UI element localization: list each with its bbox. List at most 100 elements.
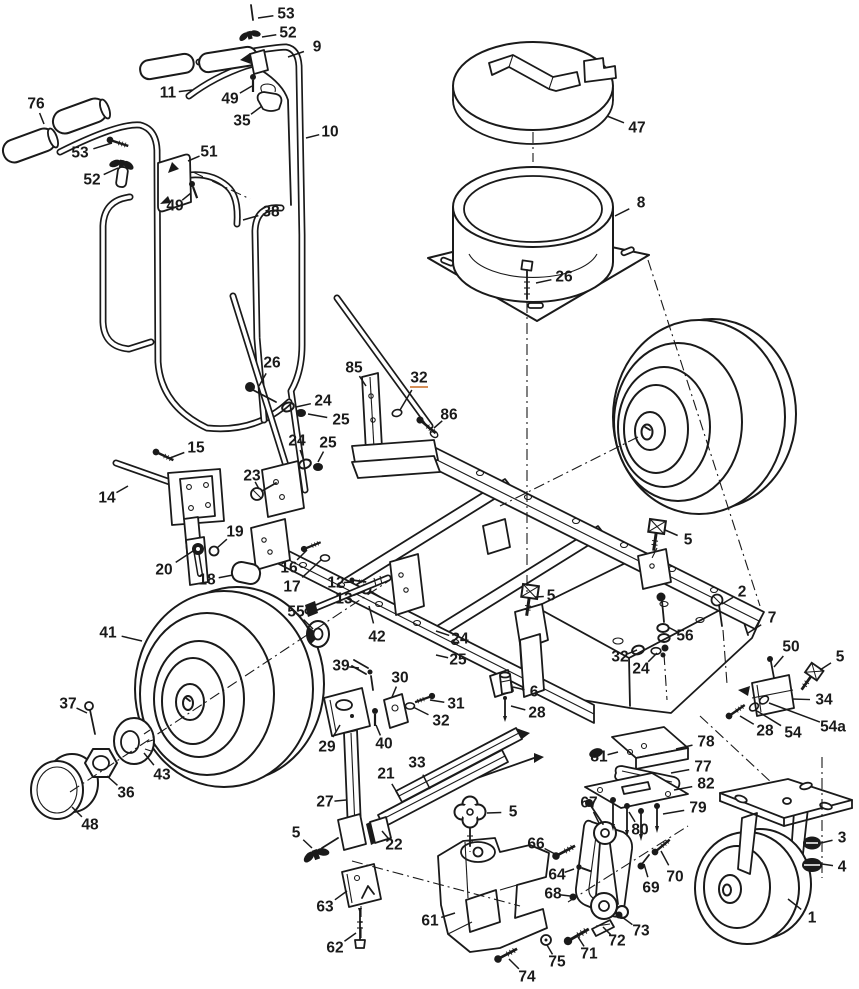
part-label-30-44: 30 <box>391 670 409 698</box>
part-label-23-26: 23 <box>243 468 261 490</box>
part-label-10-7: 10 <box>305 124 339 141</box>
leader-line-29-47 <box>332 724 341 738</box>
part-number-26: 26 <box>263 355 281 372</box>
part-number-14: 14 <box>98 490 116 507</box>
leader-line-68-65 <box>560 894 571 897</box>
part-label-64-64: 64 <box>548 867 575 884</box>
part-number-1: 1 <box>808 910 817 927</box>
part-label-13-33: 13 <box>335 590 366 608</box>
part-number-61: 61 <box>421 913 439 930</box>
leader-line-49-11 <box>181 192 192 201</box>
centerlines <box>69 132 823 938</box>
part-label-1-77: 1 <box>787 898 817 927</box>
part-number-27: 27 <box>316 794 333 811</box>
leader-line-85-19 <box>358 375 367 387</box>
part-number-52: 52 <box>279 25 296 42</box>
part-number-28: 28 <box>528 705 546 722</box>
part-number-7: 7 <box>768 610 777 627</box>
part-label-73-62: 73 <box>621 916 650 940</box>
part-label-40-48: 40 <box>375 724 393 753</box>
part-number-53: 53 <box>71 145 89 162</box>
leader-line-28-91 <box>510 705 526 711</box>
part-label-74-58: 74 <box>508 958 536 986</box>
part-label-18-29: 18 <box>198 572 234 589</box>
leader-line-25-23 <box>317 451 325 463</box>
part-number-40: 40 <box>375 736 392 753</box>
part-label-20-28: 20 <box>155 550 194 579</box>
part-number-24: 24 <box>288 433 306 450</box>
wheel-right <box>612 318 797 515</box>
leader-line-24-17 <box>295 402 312 408</box>
leader-line-26-15 <box>535 278 552 284</box>
bolt-71 <box>560 923 593 949</box>
part-label-28-91: 28 <box>510 705 546 722</box>
part-label-86-21: 86 <box>433 407 458 429</box>
part-label-53-8: 53 <box>71 142 113 162</box>
part-number-72: 72 <box>608 933 625 950</box>
hopper-lid-47 <box>452 41 617 145</box>
leader-line-69-67 <box>643 863 649 878</box>
bolt-53-left <box>104 134 131 151</box>
part-label-67-66: 67 <box>580 795 600 824</box>
part-number-53: 53 <box>277 6 295 23</box>
leader-line-54a-89 <box>768 702 821 723</box>
leader-line-28-87 <box>739 715 755 725</box>
part-number-5: 5 <box>836 649 845 666</box>
part-number-26: 26 <box>555 269 573 286</box>
part-label-28-87: 28 <box>739 715 774 740</box>
part-number-82: 82 <box>697 776 714 793</box>
part-label-32-20[interactable]: 32 <box>399 370 428 411</box>
part-number-36: 36 <box>117 785 135 802</box>
leader-line-32-20 <box>399 389 413 411</box>
leader-line-31-45 <box>429 699 445 703</box>
part-label-85-19: 85 <box>345 360 367 387</box>
part-label-14-25: 14 <box>98 485 129 507</box>
part-label-80-69: 80 <box>628 811 649 839</box>
part-number-10: 10 <box>321 124 338 141</box>
part-number-55: 55 <box>287 604 305 621</box>
part-number-64: 64 <box>548 867 566 884</box>
part-label-5-92: 5 <box>534 588 556 605</box>
bolt-5-top <box>644 517 668 554</box>
leader-line-14-25 <box>116 485 129 494</box>
leader-line-77-72 <box>670 768 690 774</box>
part-label-2-78: 2 <box>721 584 746 605</box>
leader-line-30-44 <box>391 686 398 698</box>
part-label-52-9: 52 <box>83 167 119 189</box>
right-hardware <box>499 517 825 722</box>
part-label-39-43: 39 <box>332 658 360 675</box>
leader-line-74-58 <box>508 958 520 970</box>
washer-32-mid <box>404 702 416 710</box>
part-number-32[interactable]: 32 <box>410 370 427 387</box>
part-number-19: 19 <box>226 524 244 541</box>
leader-line-2-78 <box>721 596 734 605</box>
part-label-29-47: 29 <box>318 724 341 756</box>
part-label-24-83: 24 <box>632 652 658 678</box>
handlebar-assembly <box>1 4 441 518</box>
part-number-66: 66 <box>527 836 545 853</box>
part-number-73: 73 <box>632 923 650 940</box>
part-number-4: 4 <box>838 859 847 876</box>
leader-line-33-49 <box>422 774 431 790</box>
seatpost-crossbar-assembly <box>299 659 552 966</box>
part-number-74: 74 <box>518 969 536 986</box>
part-number-31: 31 <box>447 696 465 713</box>
leader-line-12-32 <box>344 581 355 584</box>
part-number-8: 8 <box>637 195 646 212</box>
part-label-49-11: 49 <box>166 192 192 215</box>
part-label-15-24: 15 <box>169 440 205 459</box>
part-label-25-18: 25 <box>307 412 350 429</box>
leader-line-24-22 <box>299 449 305 462</box>
leader-line-7-79 <box>747 624 762 634</box>
leader-line-51-10 <box>187 155 200 162</box>
grip-left <box>139 52 195 81</box>
part-number-54: 54 <box>784 725 802 742</box>
part-number-5: 5 <box>547 588 556 605</box>
leader-line-78-73 <box>675 744 693 750</box>
part-label-63-54: 63 <box>316 890 348 916</box>
part-label-5-53: 5 <box>292 825 313 849</box>
part-number-35: 35 <box>233 113 251 130</box>
part-label-78-73: 78 <box>675 734 715 751</box>
part-number-20: 20 <box>155 562 172 579</box>
part-label-47-13: 47 <box>606 115 646 137</box>
